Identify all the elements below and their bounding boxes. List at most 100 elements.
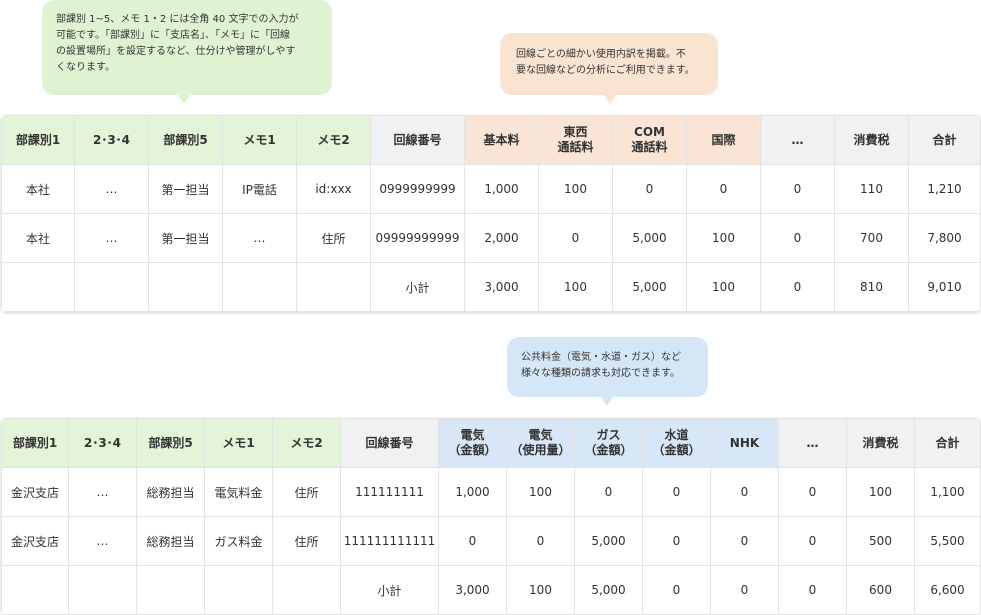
col-header: 部課別5 (136, 418, 205, 468)
cell: 100 (506, 467, 575, 517)
cell: 小計 (370, 262, 465, 312)
cell: 本社 (1, 213, 75, 263)
cell: 3,000 (464, 262, 539, 312)
col-header: 部課別5 (148, 115, 223, 165)
callout-memo-info: 部課別 1~5、メモ 1・2 には全角 40 文字での入力が 可能です。「部課別… (42, 0, 332, 104)
col-header: 電気 （使用量） (506, 418, 575, 468)
cell (136, 565, 205, 615)
col-header: 水道 （金額） (642, 418, 711, 468)
table-row: 本社 … 第一担当 … 住所 09999999999 2,000 0 5,000… (1, 213, 981, 263)
cell (204, 565, 273, 615)
cell: … (68, 467, 137, 517)
cell (1, 565, 69, 615)
callout-line: 回線ごとの細かい使用内訳を掲載。不 (516, 49, 686, 60)
cell: 100 (538, 164, 613, 214)
callout-usage-detail: 回線ごとの細かい使用内訳を掲載。不 要な回線などの分析にご利用できます。 (500, 33, 718, 104)
cell: 0 (642, 516, 711, 566)
col-header: … (778, 418, 847, 468)
cell: 2,000 (464, 213, 539, 263)
col-header: 回線番号 (340, 418, 439, 468)
cell: 0 (778, 467, 847, 517)
cell: 0 (686, 164, 761, 214)
cell: 3,000 (438, 565, 507, 615)
cell: id:xxx (296, 164, 371, 214)
cell: 5,500 (914, 516, 981, 566)
cell: 1,000 (464, 164, 539, 214)
cell: 電気料金 (204, 467, 273, 517)
cell: 111111111111 (340, 516, 439, 566)
col-header: メモ2 (272, 418, 341, 468)
cell: 金沢支店 (1, 516, 69, 566)
callout-line: 要な回線などの分析にご利用できます。 (516, 65, 695, 76)
cell (1, 262, 75, 312)
col-header: 部課別1 (1, 115, 75, 165)
col-header: メモ2 (296, 115, 371, 165)
cell: 0 (642, 565, 711, 615)
cell: … (74, 164, 149, 214)
table-row: 金沢支店 … 総務担当 ガス料金 住所 111111111111 0 0 5,0… (1, 516, 981, 566)
cell: 住所 (272, 467, 341, 517)
cell: IP電話 (222, 164, 297, 214)
cell: 5,000 (574, 565, 643, 615)
cell: 0 (612, 164, 687, 214)
cell: 住所 (296, 213, 371, 263)
callout-line: の設置場所」を設定するなど、仕分けや管理がしやす (56, 46, 296, 57)
cell: 0 (778, 565, 847, 615)
table-row: 金沢支店 … 総務担当 電気料金 住所 111111111 1,000 100 … (1, 467, 981, 517)
cell: … (68, 516, 137, 566)
cell: 住所 (272, 516, 341, 566)
cell (272, 565, 341, 615)
cell: … (222, 213, 297, 263)
cell: 600 (846, 565, 915, 615)
col-header: NHK (710, 418, 779, 468)
cell: 本社 (1, 164, 75, 214)
cell: 5,000 (574, 516, 643, 566)
cell: 7,800 (908, 213, 981, 263)
cell: 0999999999 (370, 164, 465, 214)
cell: 0 (760, 213, 835, 263)
subtotal-row: 小計 3,000 100 5,000 0 0 0 600 6,600 (1, 565, 981, 615)
cell: 1,210 (908, 164, 981, 214)
cell: 810 (834, 262, 909, 312)
col-header: 消費税 (834, 115, 909, 165)
col-header: 2･3･4 (74, 115, 149, 165)
cell: 09999999999 (370, 213, 465, 263)
cell: 総務担当 (136, 467, 205, 517)
col-header: 合計 (914, 418, 981, 468)
cell: 0 (710, 516, 779, 566)
col-header: 電気 （金額） (438, 418, 507, 468)
cell: 1,000 (438, 467, 507, 517)
cell: 100 (686, 262, 761, 312)
cell: … (74, 213, 149, 263)
cell: 0 (710, 467, 779, 517)
cell: 700 (834, 213, 909, 263)
cell: 100 (686, 213, 761, 263)
callout-line: 様々な種類の請求も対応できます。 (521, 368, 680, 379)
col-header: 東西 通話料 (538, 115, 613, 165)
table-header-row: 部課別1 2･3･4 部課別5 メモ1 メモ2 回線番号 電気 （金額） 電気 … (1, 418, 981, 468)
cell: 5,000 (612, 213, 687, 263)
callout-line: くなります。 (56, 62, 115, 73)
utility-billing-table: 部課別1 2･3･4 部課別5 メモ1 メモ2 回線番号 電気 （金額） 電気 … (1, 418, 981, 615)
cell: 111111111 (340, 467, 439, 517)
col-header: 合計 (908, 115, 981, 165)
callout-line: 可能です。「部課別」に「支店名」、「メモ」に「回線 (56, 30, 290, 41)
callout-utility-bills: 公共料金（電気・水道・ガス）など 様々な種類の請求も対応できます。 (507, 337, 708, 406)
cell: 0 (506, 516, 575, 566)
cell: 6,600 (914, 565, 981, 615)
cell: 0 (642, 467, 711, 517)
cell: ガス料金 (204, 516, 273, 566)
cell (222, 262, 297, 312)
callout-line: 公共料金（電気・水道・ガス）など (521, 352, 681, 363)
col-header: 国際 (686, 115, 761, 165)
cell (68, 565, 137, 615)
callout-line: 部課別 1~5、メモ 1・2 には全角 40 文字での入力が (56, 14, 299, 25)
cell: 総務担当 (136, 516, 205, 566)
cell: 100 (538, 262, 613, 312)
cell: 100 (846, 467, 915, 517)
cell: 0 (438, 516, 507, 566)
cell: 9,010 (908, 262, 981, 312)
col-header: … (760, 115, 835, 165)
col-header: メモ1 (204, 418, 273, 468)
cell: 100 (506, 565, 575, 615)
